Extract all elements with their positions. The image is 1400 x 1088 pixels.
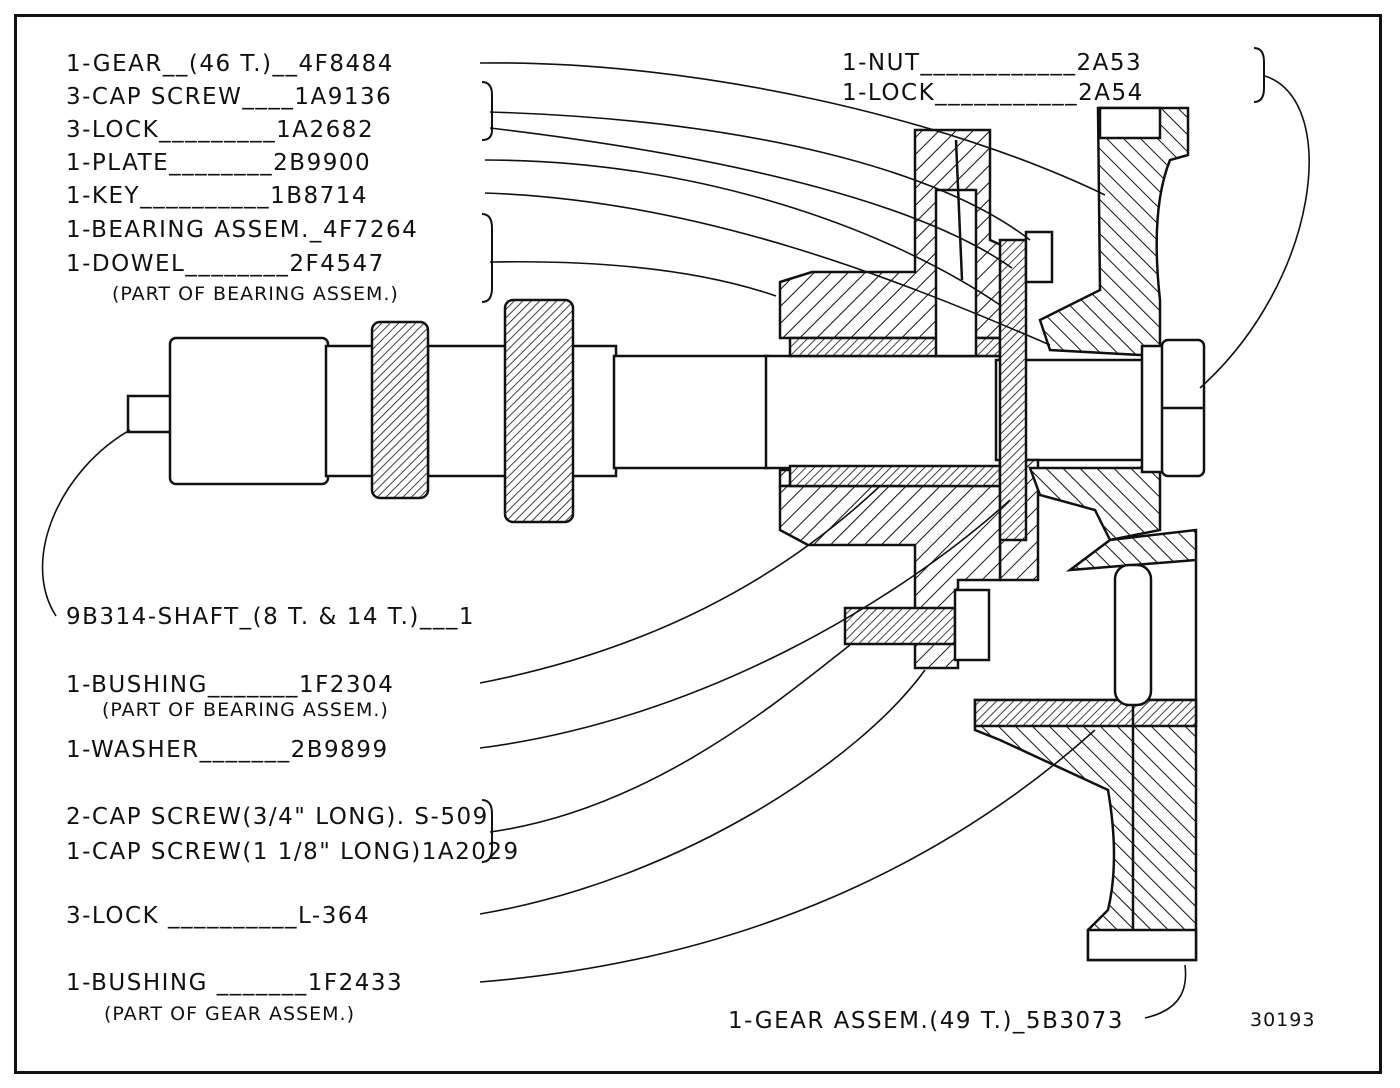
label-lock-1: 1-LOCK___________2A54 (842, 80, 1144, 106)
brackets (481, 47, 1265, 863)
label-shaft: 9B314-SHAFT_(8 T. & 14 T.)___1 (66, 604, 475, 630)
cap-screw-bottom (843, 588, 991, 662)
label-gear-assem: 1-GEAR ASSEM.(49 T.)_5B3073 (728, 1008, 1124, 1034)
drawing-number: 30193 (1250, 1009, 1315, 1031)
label-cap-screw-2: 2-CAP SCREW(3/4" LONG). S-509 (66, 804, 489, 830)
label-gear-46t: 1-GEAR__(46 T.)__4F8484 (66, 51, 394, 77)
drawing-frame (14, 14, 1382, 1074)
label-bushing-2-note: (PART OF GEAR ASSEM.) (104, 1003, 355, 1025)
label-lock-3b: 3-LOCK __________L-364 (66, 903, 370, 929)
leader-lines (41, 62, 1310, 1019)
label-bushing-2: 1-BUSHING _______1F2433 (66, 970, 403, 996)
label-nut: 1-NUT____________2A53 (842, 50, 1142, 76)
shaft (126, 336, 1146, 486)
nut-and-lock (1140, 338, 1206, 478)
label-bearing-assem: 1-BEARING ASSEM._4F7264 (66, 217, 418, 243)
gear-14t (503, 298, 575, 524)
label-dowel: 1-DOWEL________2F4547 (66, 251, 385, 277)
label-key: 1-KEY__________1B8714 (66, 183, 368, 209)
gear-8t (370, 320, 430, 500)
label-dowel-note: (PART OF BEARING ASSEM.) (112, 283, 399, 305)
label-lock-3a: 3-LOCK_________1A2682 (66, 117, 374, 143)
label-bushing-1-note: (PART OF BEARING ASSEM.) (102, 699, 389, 721)
label-washer: 1-WASHER_______2B9899 (66, 737, 389, 763)
gear-assembly-49t (973, 528, 1198, 962)
bearing-assembly (778, 128, 1040, 670)
gear-46t (1028, 106, 1190, 542)
label-bushing-1: 1-BUSHING_______1F2304 (66, 672, 394, 698)
cap-screw-top (1024, 230, 1054, 284)
label-plate: 1-PLATE________2B9900 (66, 150, 371, 176)
label-cap-screw-1: 1-CAP SCREW(1 1/8" LONG)1A2029 (66, 839, 520, 865)
label-cap-screw-3: 3-CAP SCREW____1A9136 (66, 84, 392, 110)
